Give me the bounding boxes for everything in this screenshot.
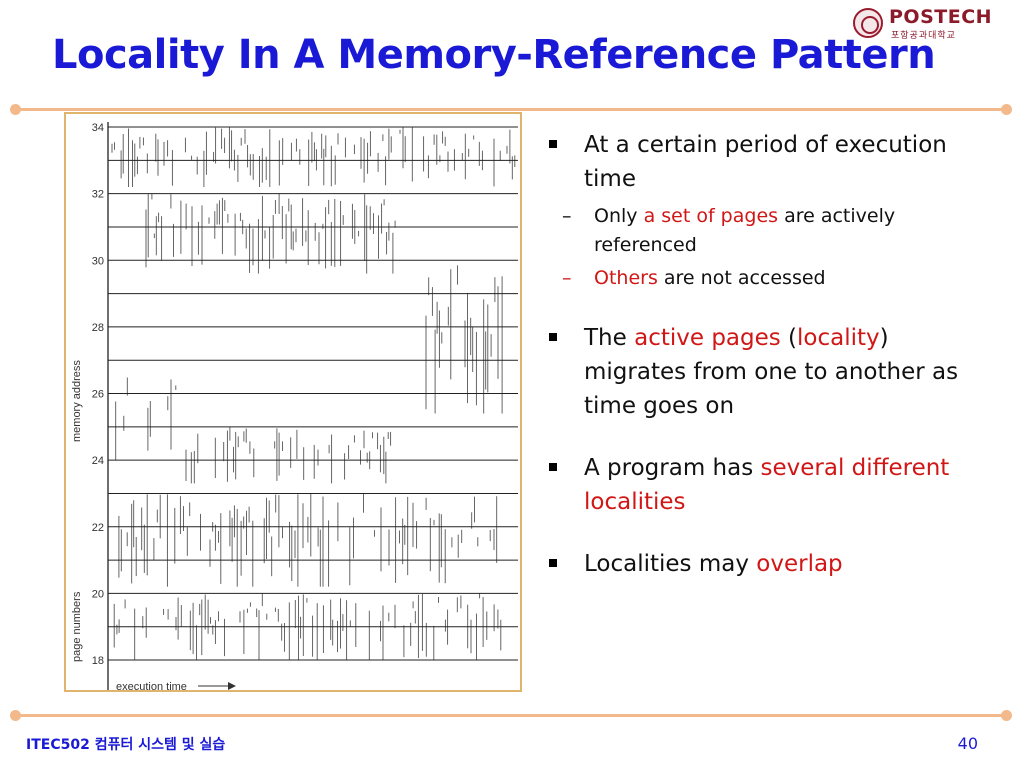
sub-bullet-item: –Others are not accessed <box>546 264 986 293</box>
xlabel-execution-time: execution time <box>116 681 187 693</box>
y-tick-label: 34 <box>92 122 104 134</box>
postech-logo: POSTECH 포항공과대학교 <box>853 6 992 41</box>
logo-subtitle: 포항공과대학교 <box>891 31 956 41</box>
y-tick-labels: 34 32 30 28 26 24 22 20 18 <box>92 122 104 667</box>
text-span: Localities may <box>584 551 757 577</box>
bullet-item: Localities may overlap <box>546 547 986 581</box>
footer-course: ITEC502 컴퓨터 시스템 및 실습 <box>26 737 226 753</box>
highlight-text: overlap <box>756 551 843 577</box>
text-span: A program has <box>584 455 761 481</box>
reference-bands <box>111 127 516 660</box>
text-span: ( <box>780 325 798 351</box>
text-span: The <box>584 325 635 351</box>
highlight-text: a set of pages <box>643 205 779 227</box>
bullet-list: At a certain period of execution time–On… <box>546 128 986 581</box>
memory-reference-figure: 34 32 30 28 26 24 22 20 18 page numbers memory a… <box>64 112 522 693</box>
highlight-text: locality <box>797 325 880 351</box>
bullet-item: The active pages (locality) migrates fro… <box>546 321 986 423</box>
bullet-item: A program has several different localiti… <box>546 451 986 519</box>
ylabel-page-numbers: page numbers <box>71 591 83 662</box>
highlight-text: Others <box>594 267 658 289</box>
dash-bullet-icon: – <box>562 267 572 289</box>
square-bullet-icon <box>549 140 557 148</box>
y-tick-label: 24 <box>92 455 104 467</box>
y-tick-label: 22 <box>92 522 104 534</box>
highlight-text: active pages <box>634 325 781 351</box>
square-bullet-icon <box>549 559 557 567</box>
gridlines <box>108 126 518 661</box>
y-tick-label: 20 <box>92 588 104 600</box>
y-tick-label: 32 <box>92 189 104 201</box>
sub-bullet-item: –Only a set of pages are actively refere… <box>546 202 986 260</box>
y-tick-label: 28 <box>92 322 104 334</box>
text-span: Only <box>594 205 644 227</box>
highlight-text: several different localities <box>584 455 950 515</box>
y-tick-label: 26 <box>92 389 104 401</box>
y-tick-label: 30 <box>92 255 104 267</box>
logo-name: POSTECH <box>889 6 993 28</box>
text-span: are not accessed <box>657 267 826 289</box>
arrowhead-icon <box>228 682 236 690</box>
square-bullet-icon <box>549 463 557 471</box>
square-bullet-icon <box>549 333 557 341</box>
text-span: At a certain period of execution time <box>584 132 947 192</box>
dash-bullet-icon: – <box>562 205 572 227</box>
memory-reference-plot: 34 32 30 28 26 24 22 20 18 page numbers memory a… <box>71 122 518 693</box>
y-tick-label: 18 <box>92 655 104 667</box>
university-seal-icon <box>853 8 883 38</box>
page-number: 40 <box>957 734 978 753</box>
top-divider <box>10 104 1012 115</box>
bottom-divider <box>10 710 1012 721</box>
ylabel-memory-address: memory address <box>71 360 83 442</box>
text-span: are actively referenced <box>594 205 896 256</box>
bullet-item: At a certain period of execution time <box>546 128 986 196</box>
text-span: ) migrates from one to another as time g… <box>584 325 959 419</box>
slide-title: Locality In A Memory-Reference Pattern <box>52 32 936 78</box>
